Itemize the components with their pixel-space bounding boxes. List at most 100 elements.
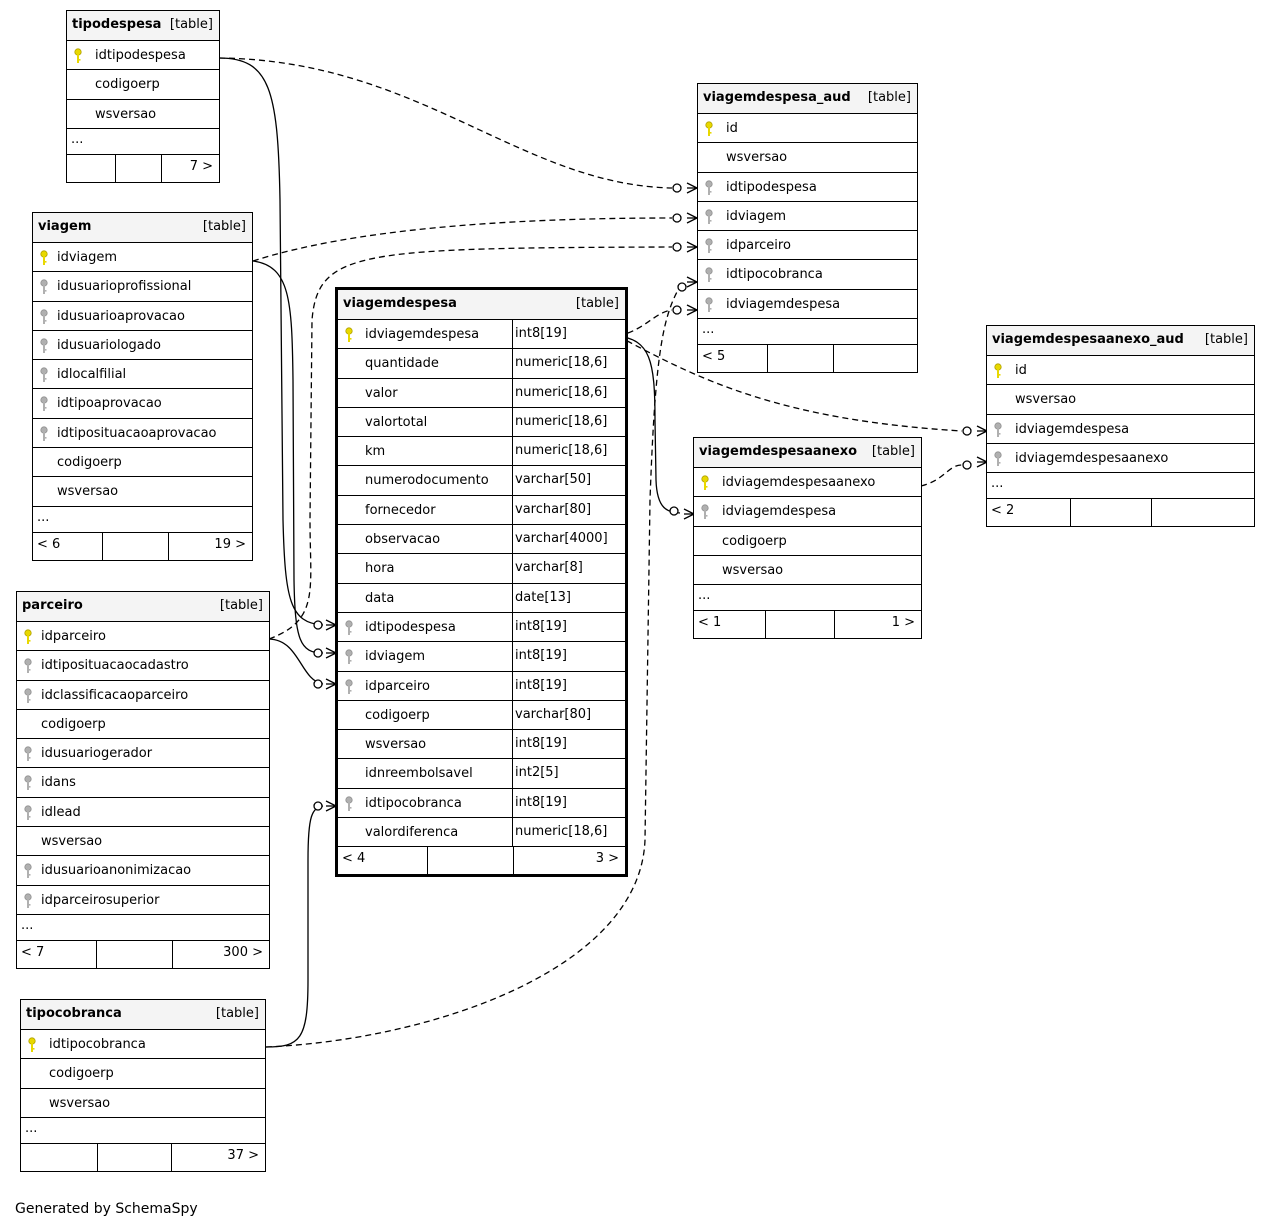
table-viagemdespesaanexo[interactable]: viagemdespesaanexo[table]idviagemdespesa…: [693, 437, 922, 640]
column-row[interactable]: idparceiro: [698, 231, 917, 261]
parents-count[interactable]: < 1: [698, 615, 722, 631]
column-type: varchar[8]: [512, 554, 625, 583]
parents-count[interactable]: < 5: [702, 349, 726, 365]
column-row[interactable]: wsversao: [21, 1089, 265, 1118]
more-columns: ...: [33, 507, 252, 533]
table-name: viagem: [38, 219, 92, 234]
column-name: idlocalfilial: [57, 367, 127, 383]
column-name: idtipocobranca: [49, 1037, 146, 1052]
column-row[interactable]: idviagemdespesa: [987, 415, 1254, 444]
column-row[interactable]: idusuariogerador: [17, 739, 269, 769]
column-row[interactable]: idtipodespesa: [698, 173, 917, 202]
parents-count[interactable]: < 7: [21, 944, 45, 960]
column-row[interactable]: idparceiro: [17, 622, 269, 652]
column-name: wsversao: [1015, 392, 1077, 408]
column-row[interactable]: codigoerp: [694, 527, 921, 556]
column-row[interactable]: idusuariologado: [33, 331, 252, 361]
column-row[interactable]: codigoerp: [33, 448, 252, 478]
column-row[interactable]: codigoerp: [21, 1059, 265, 1089]
children-count[interactable]: 37 >: [227, 1147, 259, 1163]
column-type: varchar[50]: [512, 466, 625, 495]
column-row[interactable]: idviagemdespesaanexo: [987, 444, 1254, 474]
column-row[interactable]: idusuarioanonimizacao: [17, 856, 269, 886]
table-footer: < 5: [698, 345, 917, 373]
children-count[interactable]: 300 >: [223, 944, 263, 960]
column-row[interactable]: idviagemdespesaanexo: [694, 468, 921, 498]
column-row[interactable]: idtipocobranca: [698, 260, 917, 290]
column-row[interactable]: id: [987, 356, 1254, 386]
edge-viagem-viagemdespesa: [252, 260, 324, 654]
children-count[interactable]: 7 >: [189, 158, 213, 174]
column-row[interactable]: idtiposituacaocadastro: [17, 651, 269, 681]
column-row[interactable]: idviagem: [33, 243, 252, 273]
column-type: numeric[18,6]: [512, 407, 625, 437]
column-row[interactable]: idlead: [17, 798, 269, 828]
column-name: wsversao: [726, 150, 788, 166]
column-row[interactable]: wsversao: [698, 143, 917, 173]
column-name: idparceirosuperior: [41, 892, 160, 908]
column-row[interactable]: idtiposituacaoaprovacao: [33, 419, 252, 449]
column-name: idviagemdespesaanexo: [1015, 450, 1169, 466]
column-row[interactable]: idtipodespesa: [67, 41, 219, 71]
column-type: numeric[18,6]: [512, 818, 625, 847]
column-row[interactable]: wsversao: [17, 827, 269, 857]
column-row[interactable]: codigoerp: [17, 710, 269, 740]
more-columns: ...: [694, 585, 921, 612]
column-row[interactable]: idans: [17, 768, 269, 798]
children-count[interactable]: 19 >: [214, 536, 246, 552]
foreign-key-icon: [993, 421, 1003, 438]
column-row[interactable]: idviagem: [698, 202, 917, 232]
column-row[interactable]: wsversao: [987, 385, 1254, 415]
column-row[interactable]: idusuarioaprovacao: [33, 302, 252, 331]
column-row[interactable]: codigoerp: [67, 70, 219, 100]
column-name: wsversao: [57, 484, 119, 500]
column-row[interactable]: idtipocobranca: [21, 1030, 265, 1060]
children-count[interactable]: 1 >: [891, 615, 915, 631]
children-count[interactable]: 3 >: [595, 851, 619, 867]
column-name: codigoerp: [57, 455, 122, 471]
column-row[interactable]: idparceirosuperior: [17, 886, 269, 915]
table-type-label: [table]: [169, 17, 213, 32]
column-row[interactable]: wsversao: [67, 100, 219, 129]
table-header: viagemdespesa[table]: [338, 290, 625, 320]
column-row[interactable]: wsversao: [33, 477, 252, 507]
column-row[interactable]: wsversao: [694, 556, 921, 586]
parents-count[interactable]: < 6: [37, 536, 61, 552]
column-row[interactable]: id: [698, 114, 917, 144]
column-name: idtipocobranca: [365, 795, 462, 811]
parents-count[interactable]: < 2: [991, 503, 1015, 519]
column-row[interactable]: idtipoaprovacao: [33, 389, 252, 419]
column-row[interactable]: idclassificacaoparceiro: [17, 681, 269, 710]
column-row[interactable]: idviagemdespesa: [694, 497, 921, 527]
foreign-key-icon: [39, 367, 49, 383]
parents-count[interactable]: < 4: [342, 851, 366, 867]
column-row[interactable]: idviagemdespesa: [698, 290, 917, 320]
column-row[interactable]: idlocalfilial: [33, 360, 252, 390]
column-row[interactable]: idusuarioprofissional: [33, 272, 252, 302]
